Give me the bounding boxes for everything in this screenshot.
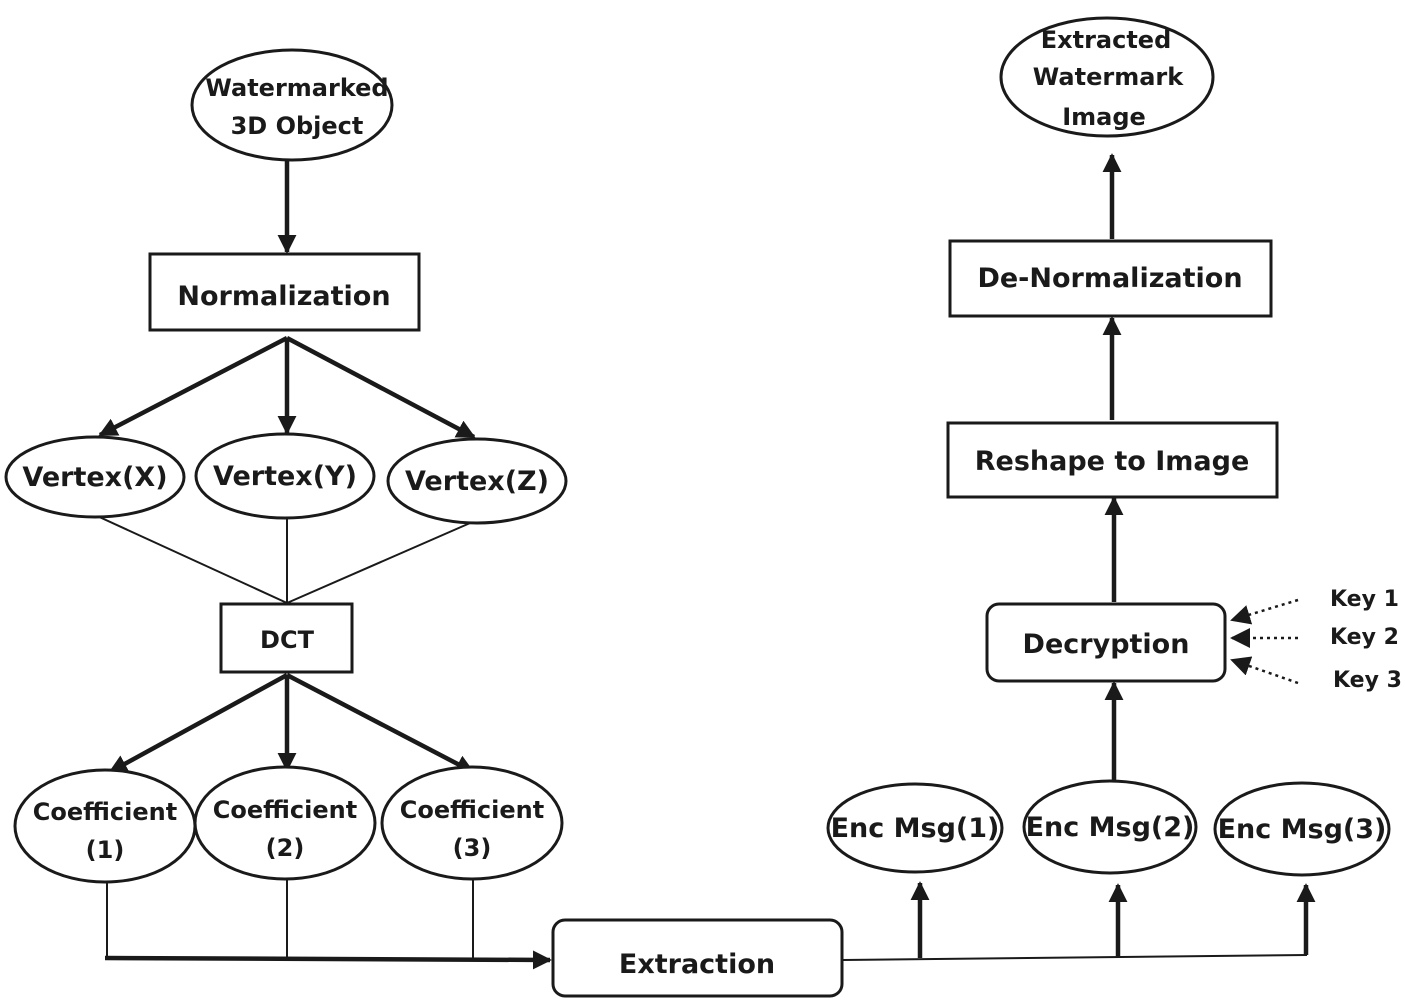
node-coefficient-2-line-2: (2) xyxy=(266,834,305,862)
edge-key-1-to-decryption xyxy=(1230,598,1299,625)
edge-dct-to-coefficient-3 xyxy=(285,673,475,774)
node-extracted-watermark-image-line-3: Image xyxy=(1062,103,1146,131)
edge-normalization-to-vertex-z xyxy=(285,336,476,439)
node-extracted-watermark-image: Extracted Watermark Image xyxy=(999,16,1215,138)
node-coefficient-3-line-1: Coefficient xyxy=(400,796,544,824)
node-de-normalization: De-Normalization xyxy=(948,239,1273,318)
node-decryption: Decryption xyxy=(985,602,1227,683)
node-vertex-z-label: Vertex(Z) xyxy=(405,466,549,497)
node-watermarked-3d-object: Watermarked 3D Object xyxy=(190,48,394,162)
node-coefficient-3: Coefficient (3) xyxy=(380,765,564,881)
node-coefficient-2-line-1: Coefficient xyxy=(213,796,357,824)
node-reshape-to-image: Reshape to Image xyxy=(946,421,1279,499)
node-enc-msg-2: Enc Msg(2) xyxy=(1022,779,1198,875)
node-normalization-label: Normalization xyxy=(177,281,390,312)
node-normalization: Normalization xyxy=(148,252,421,332)
key-2-label: Key 2 xyxy=(1330,625,1399,650)
keys: Key 1 Key 2 Key 3 xyxy=(1330,587,1402,693)
node-coefficient-1: Coefficient (1) xyxy=(13,768,197,884)
node-reshape-to-image-label: Reshape to Image xyxy=(975,446,1250,477)
edge-dct-to-coefficient-1 xyxy=(108,673,289,774)
node-extracted-watermark-image-line-1: Extracted xyxy=(1041,26,1172,54)
node-decryption-label: Decryption xyxy=(1023,629,1190,660)
node-watermarked-3d-object-line-2: 3D Object xyxy=(231,112,364,140)
node-coefficient-2: Coefficient (2) xyxy=(193,765,377,881)
key-3-label: Key 3 xyxy=(1333,668,1402,693)
node-coefficient-1-line-1: Coefficient xyxy=(33,798,177,826)
node-enc-msg-1-label: Enc Msg(1) xyxy=(831,813,1000,844)
node-extraction-label: Extraction xyxy=(619,949,775,980)
node-dct-label: DCT xyxy=(260,626,315,654)
edge-key-3-to-decryption xyxy=(1230,656,1299,685)
node-vertex-y: Vertex(Y) xyxy=(194,432,376,520)
node-enc-msg-3-label: Enc Msg(3) xyxy=(1218,814,1387,845)
node-vertex-x-label: Vertex(X) xyxy=(22,462,167,493)
edge-vertex-x-to-dct xyxy=(94,514,288,604)
node-vertex-y-label: Vertex(Y) xyxy=(213,461,357,492)
node-vertex-z: Vertex(Z) xyxy=(386,437,568,525)
node-coefficient-3-line-2: (3) xyxy=(453,834,492,862)
node-dct: DCT xyxy=(219,602,354,674)
node-extraction: Extraction xyxy=(551,918,844,998)
node-de-normalization-label: De-Normalization xyxy=(977,263,1242,294)
key-1-label: Key 1 xyxy=(1330,587,1399,612)
node-vertex-x: Vertex(X) xyxy=(4,435,186,519)
edge-normalization-to-vertex-x xyxy=(98,336,289,437)
node-watermarked-3d-object-line-1: Watermarked xyxy=(205,74,388,102)
edge-coefficients-to-extraction xyxy=(104,950,552,970)
node-coefficient-1-line-2: (1) xyxy=(86,836,125,864)
connectors xyxy=(94,153,1316,970)
edge-vertex-z-to-dct xyxy=(286,519,478,604)
node-enc-msg-2-label: Enc Msg(2) xyxy=(1026,812,1195,843)
node-enc-msg-3: Enc Msg(3) xyxy=(1213,781,1391,877)
node-extracted-watermark-image-line-2: Watermark xyxy=(1033,63,1184,91)
edge-extraction-bus xyxy=(842,954,1308,961)
node-enc-msg-1: Enc Msg(1) xyxy=(826,782,1004,874)
